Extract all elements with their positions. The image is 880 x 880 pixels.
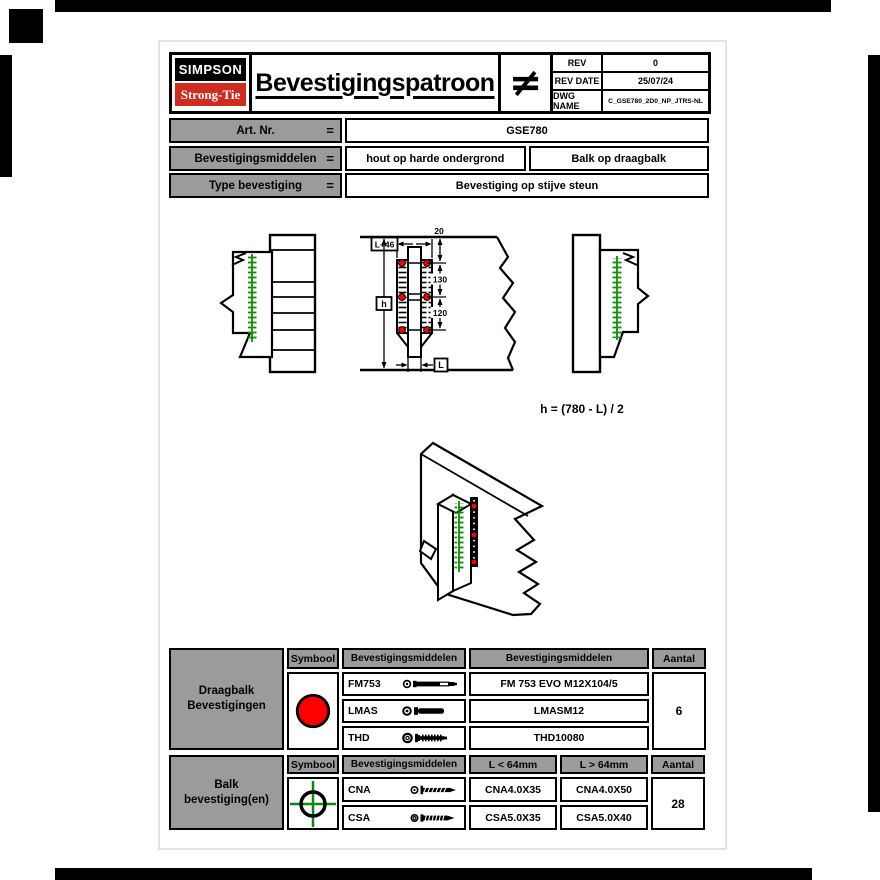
artnr-value: GSE780	[345, 118, 709, 143]
red-circle-icon	[295, 693, 331, 729]
page-edge	[158, 40, 727, 850]
equals-sign: =	[326, 123, 334, 138]
header-symbool: Symbool	[287, 648, 339, 669]
middelen-label: Bevestigingsmiddelen	[194, 152, 317, 165]
logo-simpson-text: SIMPSON	[175, 58, 246, 81]
type-label-cell: Type bevestiging =	[169, 173, 342, 198]
dwg-name-value: C_GSE780_2D0_NP_JTRS-NL	[608, 97, 703, 105]
logo-strongtie-text: Strong-Tie	[175, 83, 246, 106]
header-l-groter-64: L > 64mm	[560, 755, 648, 774]
scan-artifact-bottom	[55, 868, 812, 880]
svg-text:130: 130	[433, 275, 447, 285]
cna-code-cell: CNA	[342, 777, 466, 802]
sheet-title-cell: Bevestigingspatroon	[252, 55, 498, 111]
middelen-value-left: hout op harde ondergrond	[345, 146, 526, 171]
header-symbool: Symbool	[287, 755, 339, 774]
fm753-code: FM753	[348, 678, 381, 690]
draagbalk-symbol-cell	[287, 672, 339, 750]
artnr-label-cell: Art. Nr. =	[169, 118, 342, 143]
artnr-label: Art. Nr.	[236, 124, 275, 137]
not-equal-icon: ≠	[498, 55, 550, 111]
thd-product: THD10080	[469, 726, 649, 750]
thd-code: THD	[348, 732, 370, 744]
left-side-view	[219, 233, 317, 374]
csa-code: CSA	[348, 811, 371, 824]
thd-screw-icon	[402, 732, 447, 744]
scan-artifact-corner	[9, 9, 43, 43]
fm753-product: FM 753 EVO M12X104/5	[469, 672, 649, 696]
middelen-value-right: Balk op draagbalk	[528, 146, 709, 171]
draagbalk-table: Draagbalk Bevestigingen Symbool Bevestig…	[169, 648, 709, 750]
drawing-sheet: SIMPSON Strong-Tie Bevestigingspatroon ≠…	[168, 50, 713, 833]
title-block: SIMPSON Strong-Tie Bevestigingspatroon ≠…	[169, 52, 711, 114]
thd-code-cell: THD	[342, 726, 466, 750]
green-crosshair-icon	[289, 780, 337, 827]
scan-artifact-right	[868, 55, 880, 812]
draagbalk-aantal: 6	[652, 672, 706, 750]
equals-sign: =	[326, 151, 334, 166]
technical-drawing: L+46 20 130	[219, 225, 650, 617]
cna-short: CNA4.0X35	[469, 777, 557, 802]
fm753-code-cell: FM753	[342, 672, 466, 696]
cna-long: CNA4.0X50	[560, 777, 648, 802]
cna-code: CNA	[348, 783, 371, 796]
svg-text:h: h	[381, 299, 387, 309]
scan-artifact-left	[0, 55, 12, 177]
csa-code-cell: CSA	[342, 805, 466, 830]
rev-date-value: 25/07/24	[603, 73, 708, 91]
info-row-artnr: Art. Nr. = GSE780	[169, 118, 709, 143]
info-row-middelen: Bevestigingsmiddelen = hout op harde ond…	[169, 146, 709, 171]
csa-long: CSA5.0X40	[560, 805, 648, 830]
equals-sign: =	[326, 178, 334, 193]
csa-short: CSA5.0X35	[469, 805, 557, 830]
isometric-view	[418, 441, 545, 617]
header-l-kleiner-64: L < 64mm	[469, 755, 557, 774]
draagbalk-row-label: Draagbalk Bevestigingen	[169, 648, 284, 750]
scan-artifact-top	[55, 0, 831, 12]
dim-height-h: h	[375, 238, 393, 369]
header-bevestigingsmiddelen-2: Bevestigingsmiddelen	[469, 648, 649, 669]
info-row-type: Type bevestiging = Bevestiging op stijve…	[169, 173, 709, 198]
header-bevestigingsmiddelen: Bevestigingsmiddelen	[342, 648, 466, 669]
header-aantal: Aantal	[652, 648, 706, 669]
balk-table: Balk bevestiging(en) Symbool Bevestiging…	[169, 755, 709, 830]
middelen-label-cell: Bevestigingsmiddelen =	[169, 146, 342, 171]
balk-symbol-cell	[287, 777, 339, 830]
lmas-code-cell: LMAS	[342, 699, 466, 723]
header-aantal: Aantal	[651, 755, 705, 774]
dim-spacing-120: 120	[427, 298, 450, 331]
rev-label: REV	[553, 55, 603, 73]
lmas-product: LMASM12	[469, 699, 649, 723]
dim-top-offset: 20	[427, 225, 448, 264]
height-formula: h = (780 - L) / 2	[540, 402, 624, 416]
svg-text:20: 20	[434, 226, 444, 236]
rev-value: 0	[603, 55, 708, 73]
lmas-anchor-icon	[402, 706, 444, 716]
type-value: Bevestiging op stijve steun	[345, 173, 709, 198]
csa-screw-icon	[410, 813, 455, 822]
cna-nail-icon	[410, 785, 456, 794]
type-label: Type bevestiging	[208, 179, 303, 192]
fm753-anchor-icon	[402, 679, 457, 689]
svg-text:L: L	[438, 360, 444, 370]
svg-text:120: 120	[433, 308, 447, 318]
dwg-name-label: DWG NAME	[553, 91, 603, 111]
rev-date-label: REV DATE	[553, 73, 603, 91]
revision-table: REV 0 REV DATE 25/07/24 DWG NAME C_GSE78…	[550, 55, 708, 111]
dim-flange-width: L+46	[370, 236, 433, 258]
dim-spacing-130: 130	[427, 264, 450, 298]
anchor-markers-red	[470, 502, 478, 566]
front-view: L+46 20 130	[360, 225, 517, 373]
balk-aantal: 28	[651, 777, 705, 830]
dim-beam-width-l: L	[396, 357, 449, 373]
balk-row-label: Balk bevestiging(en)	[169, 755, 284, 830]
lmas-code: LMAS	[348, 705, 378, 717]
sheet-title: Bevestigingspatroon	[255, 68, 495, 97]
simpson-strongtie-logo: SIMPSON Strong-Tie	[172, 55, 252, 111]
right-side-view	[571, 233, 650, 374]
header-bevestigingsmiddelen: Bevestigingsmiddelen	[342, 755, 466, 774]
